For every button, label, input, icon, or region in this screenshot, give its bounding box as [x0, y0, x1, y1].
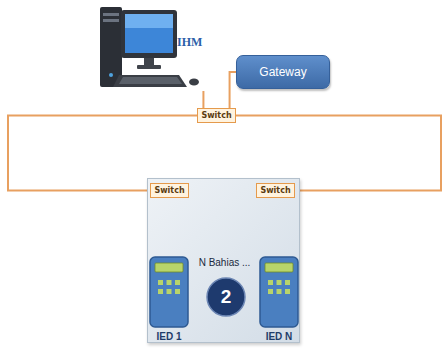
node-label: IED N: [259, 331, 299, 342]
node-label: N Bahias ...: [199, 257, 251, 268]
switch-box: Switch: [150, 183, 188, 198]
callout-circle: 2: [206, 277, 246, 317]
ied-device: IED N: [259, 256, 299, 342]
node-label: Switch: [154, 186, 184, 195]
network-cable: [202, 91, 204, 108]
computer-node: IHM: [95, 5, 215, 95]
node-label: IHM: [177, 35, 202, 50]
ied-device: IED 1: [149, 256, 189, 342]
gateway-box: Gateway: [236, 55, 330, 89]
node-label: Gateway: [259, 65, 306, 79]
switch-box: Switch: [256, 183, 294, 198]
node-label: Switch: [260, 186, 290, 195]
node-label: IED 1: [149, 331, 189, 342]
node-label: Switch: [201, 111, 231, 120]
switch-box: Switch: [197, 108, 235, 123]
ied-device-illustration: [149, 256, 189, 328]
computer-illustration: [95, 5, 215, 95]
bay-panel: N Bahias ... Switch SwitchIED 1 IED N 2: [147, 178, 300, 343]
ied-device-illustration: [259, 256, 299, 328]
node-label: 2: [221, 286, 232, 308]
